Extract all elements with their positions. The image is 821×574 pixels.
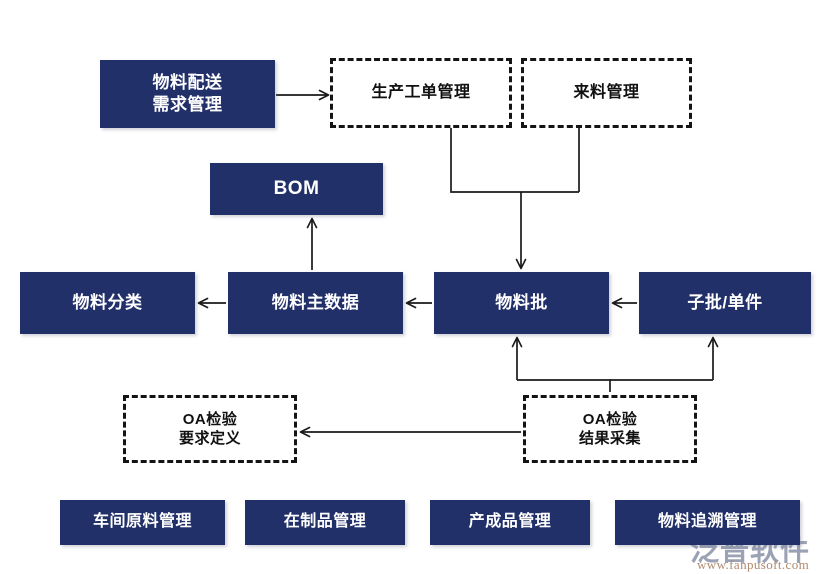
node-label-incoming-material: 来料管理 <box>573 83 640 101</box>
node-incoming-material[interactable]: 来料管理 <box>521 58 692 128</box>
node-label-material-category: 物料分类 <box>72 293 143 313</box>
node-material-category[interactable]: 物料分类 <box>20 272 195 334</box>
watermark-url: www.fanpusoft.com <box>697 557 810 572</box>
node-material-delivery-demand[interactable]: 物料配送 需求管理 <box>100 60 275 128</box>
node-production-work-order[interactable]: 生产工单管理 <box>330 58 512 128</box>
node-label-material-master-data: 物料主数据 <box>271 293 360 313</box>
node-label-bom: BOM <box>273 177 320 199</box>
edge-oaresult-up-stem <box>517 379 611 392</box>
node-label-wip-management: 在制品管理 <box>283 513 367 531</box>
node-material-batch[interactable]: 物料批 <box>434 272 609 334</box>
node-label-sub-batch-unit: 子批/单件 <box>687 293 763 313</box>
node-finished-goods[interactable]: 产成品管理 <box>430 500 590 545</box>
node-label-production-work-order: 生产工单管理 <box>371 83 471 101</box>
edge-workorder-down <box>450 128 579 193</box>
node-oa-inspection-requirement[interactable]: OA检验 要求定义 <box>123 395 297 463</box>
node-label-oa-inspection-requirement: OA检验 要求定义 <box>178 410 241 447</box>
node-label-finished-goods: 产成品管理 <box>468 513 552 531</box>
node-workshop-raw-material[interactable]: 车间原料管理 <box>60 500 225 545</box>
node-bom[interactable]: BOM <box>210 163 383 215</box>
node-material-traceability[interactable]: 物料追溯管理 <box>615 500 800 545</box>
node-oa-inspection-result[interactable]: OA检验 结果采集 <box>523 395 697 463</box>
node-wip-management[interactable]: 在制品管理 <box>245 500 405 545</box>
node-label-material-traceability: 物料追溯管理 <box>657 513 757 531</box>
node-label-oa-inspection-result: OA检验 结果采集 <box>578 410 641 447</box>
node-sub-batch-unit[interactable]: 子批/单件 <box>639 272 811 334</box>
node-label-material-batch: 物料批 <box>495 293 548 313</box>
node-material-master-data[interactable]: 物料主数据 <box>228 272 403 334</box>
node-label-workshop-raw-material: 车间原料管理 <box>92 513 192 531</box>
node-label-material-delivery-demand: 物料配送 需求管理 <box>152 73 223 114</box>
